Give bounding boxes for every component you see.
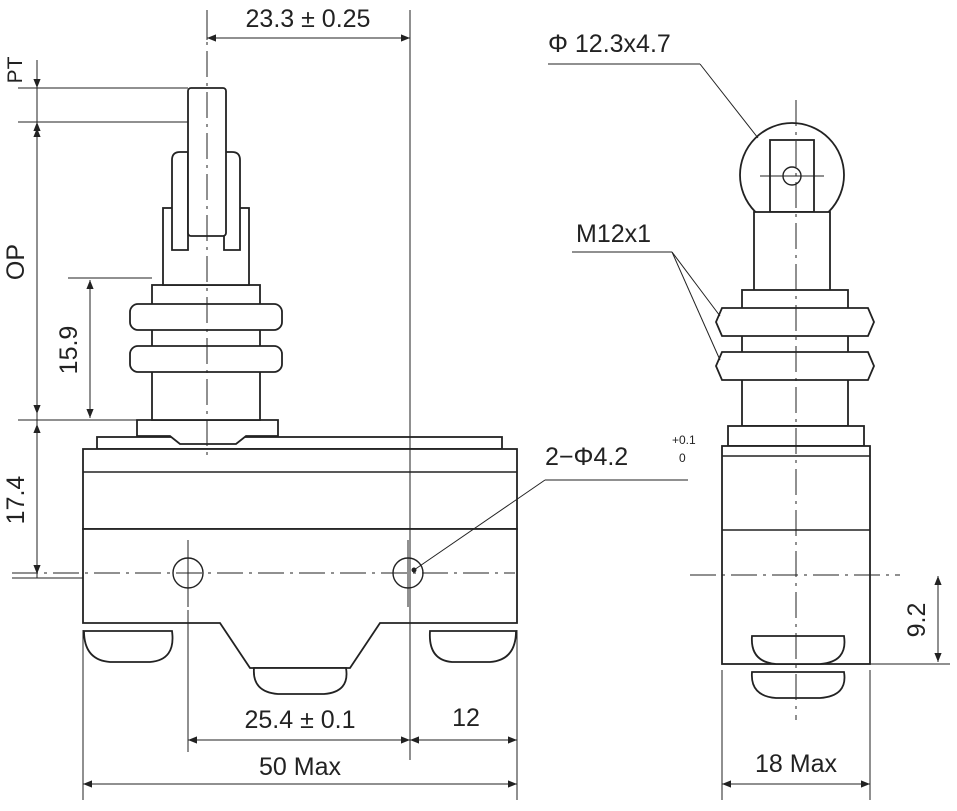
- dim-top-width: 23.3 ± 0.25: [246, 5, 371, 33]
- terminal-right: [429, 630, 517, 663]
- terminal-center: [253, 667, 348, 695]
- dim-terminal-height: 9.2: [903, 603, 931, 638]
- hole-callout: 2−Φ4.2: [545, 443, 628, 471]
- body-upper: [82, 448, 518, 530]
- side-terminal-lower: [751, 671, 846, 699]
- dim-body-height: 17.4: [2, 476, 30, 525]
- dim-op: OP: [2, 244, 30, 280]
- terminal-left: [83, 630, 174, 663]
- nut-upper: [129, 303, 283, 331]
- thread-callout: M12x1: [576, 220, 651, 248]
- body-cap: [96, 436, 503, 450]
- hole-tol-upper: +0.1: [672, 433, 696, 447]
- dim-hole-offset: 12: [452, 704, 480, 732]
- dim-total-width: 50 Max: [259, 753, 341, 781]
- dim-side-width: 18 Max: [755, 750, 837, 778]
- dim-thread-height: 15.9: [55, 326, 83, 375]
- nut-lower: [129, 345, 283, 373]
- roller-callout: Φ 12.3x4.7: [548, 30, 671, 58]
- side-plunger: [753, 211, 831, 293]
- side-terminal-upper: [751, 635, 846, 665]
- side-view: 9.2 18 Max Φ 12.3x4.7 M12x1: [548, 30, 950, 800]
- front-view: 23.3 ± 0.25 PT OP 15.9 17.4 25.4 ± 0.1 1…: [2, 5, 696, 800]
- dim-pt: PT: [4, 56, 27, 83]
- side-nut-upper: [715, 307, 875, 337]
- hole-callout-text: 2−Φ4.2: [545, 443, 628, 471]
- roller-holder: [171, 151, 189, 251]
- dim-hole-spacing: 25.4 ± 0.1: [244, 706, 355, 734]
- hole-tol-lower: 0: [679, 451, 686, 465]
- side-nut-lower: [715, 351, 875, 381]
